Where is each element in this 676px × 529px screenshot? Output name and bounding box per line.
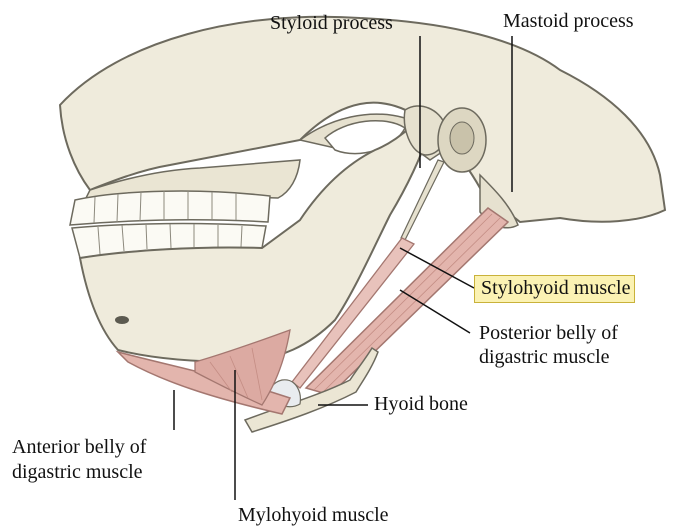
label-anterior-belly-line1: Anterior belly of <box>12 436 146 459</box>
label-posterior-belly-line2: digastric muscle <box>479 346 610 369</box>
label-mastoid-process: Mastoid process <box>503 10 634 33</box>
label-mylohyoid-muscle: Mylohyoid muscle <box>238 504 389 527</box>
label-posterior-belly-line1: Posterior belly of <box>479 322 618 345</box>
label-anterior-belly-line2: digastric muscle <box>12 461 143 484</box>
mental-foramen <box>115 316 129 324</box>
label-styloid-process: Styloid process <box>270 12 393 35</box>
upper-teeth <box>70 191 270 225</box>
label-stylohyoid-muscle: Stylohyoid muscle <box>474 275 635 303</box>
label-hyoid-bone: Hyoid bone <box>374 393 468 416</box>
